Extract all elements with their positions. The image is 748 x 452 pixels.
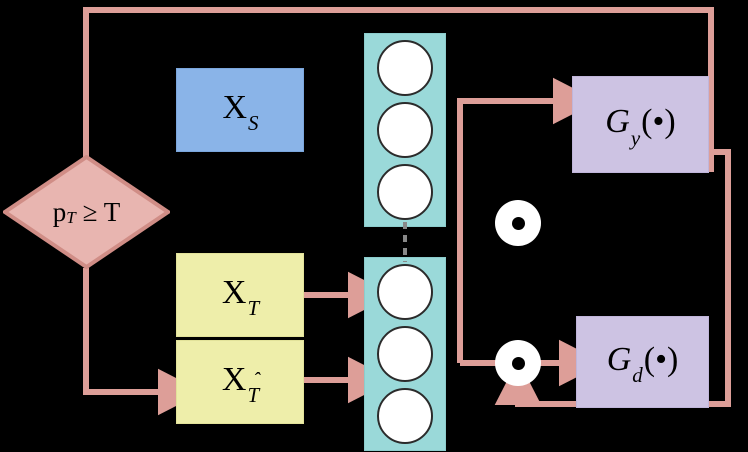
source-symbol: X xyxy=(222,88,248,126)
source-data-box: XS xyxy=(176,68,304,152)
gy-symbol: G xyxy=(605,103,630,141)
gy-subscript: y xyxy=(630,125,641,150)
pseudo-labeled-target-box: X̂T xyxy=(176,340,304,424)
wire-gy-to-hadamard xyxy=(494,149,731,407)
unit-node xyxy=(377,264,433,320)
source-data-label: XS xyxy=(222,88,258,134)
domain-discriminator-label: Gd(•) xyxy=(606,340,679,386)
operator-dot-icon xyxy=(511,216,525,230)
decision-subscript: T xyxy=(66,208,76,227)
hadamard-operator-lower xyxy=(495,340,541,386)
hadamard-operator-upper xyxy=(495,200,541,246)
wire-features-to-gy xyxy=(457,77,599,363)
decision-relation: ≥ T xyxy=(82,196,121,227)
source-feature-extractor xyxy=(364,33,446,227)
target-feature-extractor xyxy=(364,257,446,451)
unit-node xyxy=(377,40,433,96)
unit-node xyxy=(377,164,433,220)
decision-symbol: p xyxy=(52,196,67,227)
unit-node xyxy=(377,388,433,444)
gd-subscript: d xyxy=(632,363,643,388)
gd-argument: (•) xyxy=(643,340,679,378)
unit-node xyxy=(377,326,433,382)
labeled-target-box: XT xyxy=(176,253,304,337)
operator-dot-icon xyxy=(511,356,525,370)
shared-weights-dashed-link xyxy=(403,222,407,262)
pseudo-target-symbol: X xyxy=(221,360,247,398)
labeled-target-symbol: X xyxy=(221,273,247,311)
domain-discriminator: Gd(•) xyxy=(576,316,709,408)
wire-feedback-top xyxy=(83,7,714,172)
label-classifier: Gy(•) xyxy=(572,76,709,173)
diamond-shape xyxy=(1,154,172,270)
labeled-target-label: XT xyxy=(221,273,259,319)
label-classifier-label: Gy(•) xyxy=(605,103,676,149)
pseudo-target-subscript: ̂T xyxy=(247,383,260,408)
wire-decision-to-pseudo xyxy=(83,268,204,416)
gy-argument: (•) xyxy=(641,103,676,141)
labeled-target-subscript: T xyxy=(247,296,260,321)
source-subscript: S xyxy=(248,111,259,136)
gd-symbol: G xyxy=(606,340,632,378)
pseudo-labeled-target-label: X̂T xyxy=(221,360,259,406)
unit-node xyxy=(377,102,433,158)
